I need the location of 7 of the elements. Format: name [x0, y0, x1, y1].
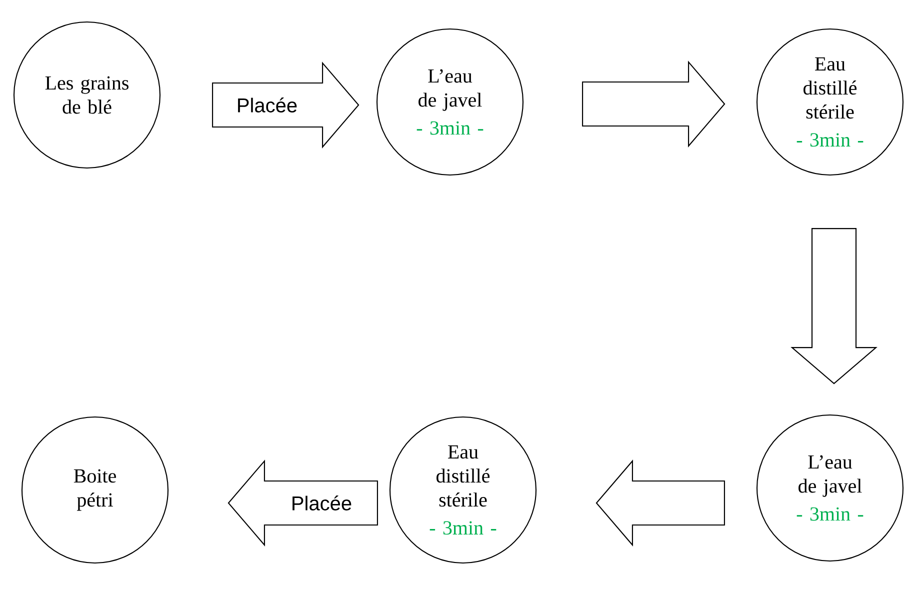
block-arrow	[582, 60, 726, 148]
block-arrow	[228, 460, 378, 546]
block-arrow	[596, 460, 725, 546]
block-arrow	[212, 62, 360, 148]
edge-label: Placée	[235, 96, 299, 114]
edge-label: Placée	[290, 494, 354, 512]
block-arrow	[790, 228, 878, 384]
